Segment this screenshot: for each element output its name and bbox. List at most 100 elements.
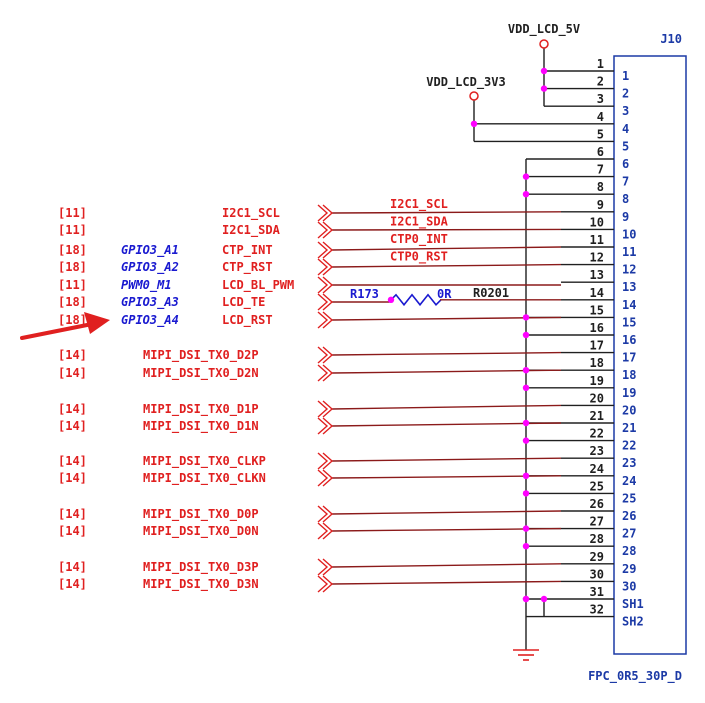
- net-wire: [331, 351, 562, 356]
- net-wire: [331, 246, 562, 251]
- offpage-connector: [317, 505, 334, 523]
- net-wire: [331, 422, 562, 427]
- pin-number: 6: [597, 145, 604, 159]
- pin-number: 3: [597, 92, 604, 106]
- power-symbols-layer: VDD_LCD_5V VDD_LCD_3V3: [426, 22, 580, 661]
- pin-label: 2: [622, 87, 629, 101]
- offpage-connector: [317, 346, 334, 364]
- net-sheet-ref: [18]: [58, 295, 87, 309]
- offpage-connector: [317, 311, 334, 329]
- pin-number: 10: [590, 215, 604, 229]
- net-sheet-ref: [11]: [58, 206, 87, 220]
- pin-number: 13: [590, 268, 604, 282]
- pin-number: 29: [590, 550, 604, 564]
- net-wire-label: CTP0_INT: [390, 232, 448, 247]
- offpage-connector: [317, 276, 334, 294]
- net-name: MIPI_DSI_TX0_CLKP: [143, 454, 266, 469]
- net-name: MIPI_DSI_TX0_D0P: [143, 507, 259, 522]
- offpage-connector: [317, 575, 334, 593]
- net-sheet-ref: [18]: [58, 243, 87, 257]
- junction-dot: [522, 384, 530, 391]
- pointer-arrow-shaft: [20, 322, 94, 340]
- net-wire: [331, 228, 562, 231]
- pin-label: 16: [622, 333, 636, 347]
- pin-label: 5: [622, 139, 629, 153]
- pin-number: 25: [590, 479, 604, 493]
- pin-number: 22: [590, 427, 604, 441]
- junction-dot: [540, 595, 548, 603]
- pin-label: 6: [622, 157, 629, 171]
- offpage-connector: [317, 241, 334, 259]
- junction-dot: [522, 419, 530, 427]
- vdd-3v3-symbol: [469, 91, 479, 101]
- net-wire: [331, 263, 562, 268]
- pin-label: 30: [622, 579, 636, 593]
- pin-number: 14: [590, 286, 604, 300]
- net-name: CTP_INT: [222, 243, 273, 258]
- pin-number: 32: [590, 603, 604, 617]
- vdd-5v-label: VDD_LCD_5V: [508, 22, 580, 37]
- offpage-connector: [317, 364, 334, 382]
- pin-label: 27: [622, 527, 636, 541]
- pin-label: 11: [622, 245, 636, 259]
- pin-label: 12: [622, 263, 636, 277]
- net-name: I2C1_SCL: [222, 206, 280, 221]
- pin-number: 12: [590, 251, 604, 265]
- pin-label: 15: [622, 315, 636, 329]
- vdd-5v-symbol: [539, 39, 549, 49]
- net-wire-label: I2C1_SDA: [390, 214, 449, 229]
- connector-j10: J10FPC_0R5_30P_D112233445566778899101011…: [561, 32, 687, 684]
- offpage-connector: [317, 469, 334, 487]
- net-name: LCD_TE: [222, 295, 265, 310]
- net-sheet-ref: [14]: [58, 560, 87, 574]
- net-name: MIPI_DSI_TX0_D0N: [143, 524, 259, 539]
- net-alt-function: GPIO3_A2: [121, 260, 179, 275]
- connector-part: FPC_0R5_30P_D: [588, 669, 682, 684]
- resistor-ref: R173: [350, 287, 379, 301]
- pin-label: 17: [622, 351, 636, 365]
- pin-number: 16: [590, 321, 604, 335]
- net-name: MIPI_DSI_TX0_D3P: [143, 560, 259, 575]
- pin-number: 4: [597, 110, 604, 124]
- pin-number: 27: [590, 515, 604, 529]
- pointer-arrow-head: [84, 312, 110, 334]
- pin-label: 9: [622, 210, 629, 224]
- offpage-connector: [317, 452, 334, 470]
- pin-number: 24: [590, 462, 604, 476]
- net-sheet-ref: [18]: [58, 313, 87, 327]
- junction-dot: [540, 67, 548, 75]
- pin-label: 14: [622, 298, 636, 312]
- pin-label: 3: [622, 104, 629, 118]
- net-wire-label: CTP0_RST: [390, 250, 448, 265]
- junction-dot: [522, 595, 530, 603]
- net-sheet-ref: [14]: [58, 507, 87, 521]
- net-name: MIPI_DSI_TX0_D2P: [143, 348, 259, 363]
- pin-label: 22: [622, 439, 636, 453]
- net-name: MIPI_DSI_TX0_D3N: [143, 577, 259, 592]
- net-wire-label: I2C1_SCL: [390, 197, 448, 212]
- pin-label: 29: [622, 562, 636, 576]
- offpage-connector: [317, 417, 334, 435]
- junction-dot: [522, 331, 530, 339]
- junction-dot: [522, 472, 530, 479]
- net-alt-function: GPIO3_A3: [121, 295, 179, 310]
- junction-dot: [522, 490, 530, 497]
- offpage-connector: [317, 522, 334, 540]
- net-name: MIPI_DSI_TX0_D2N: [143, 366, 259, 381]
- pin-number: 1: [597, 57, 604, 71]
- connector-ref: J10: [660, 32, 682, 46]
- junction-dot: [387, 296, 395, 303]
- vdd-3v3-label: VDD_LCD_3V3: [426, 75, 505, 90]
- junction-dot: [522, 314, 530, 321]
- pin-number: 17: [590, 339, 604, 353]
- net-sheet-ref: [14]: [58, 348, 87, 362]
- pin-label: 21: [622, 421, 636, 435]
- net-sheet-ref: [11]: [58, 223, 87, 237]
- pin-number: 7: [597, 163, 604, 177]
- pin-label: SH2: [622, 615, 644, 629]
- net-alt-function: GPIO3_A4: [121, 313, 179, 328]
- pin-number: 15: [590, 303, 604, 317]
- pin-number: 2: [597, 75, 604, 89]
- junction-dot: [522, 367, 530, 374]
- offpage-connector: [317, 293, 334, 311]
